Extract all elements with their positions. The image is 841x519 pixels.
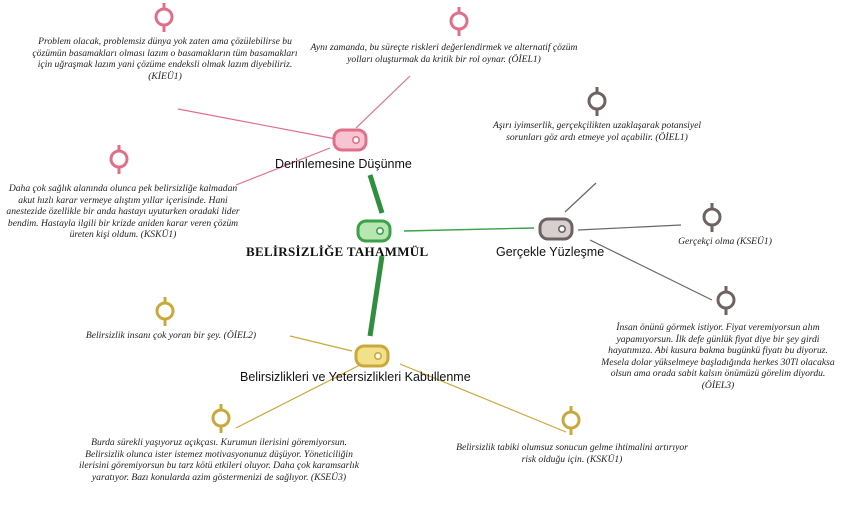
quote-pin-icon[interactable] [702, 203, 722, 232]
quote-q8: Burda sürekli yaşıyoruz açıkçası. Kurumu… [74, 437, 364, 483]
code-tag-icon[interactable] [354, 344, 390, 368]
quote-code: (KSEÜ3) [310, 471, 347, 483]
quote-text: Problem olacak, problemsiz dünya yok zat… [32, 36, 298, 71]
quote-code: (ÖİEL1) [508, 53, 541, 65]
link-q2 [355, 75, 411, 129]
link-q9 [399, 363, 567, 433]
theme-label-derinlemesine: Derinlemesine Düşünme [275, 157, 412, 171]
theme-label-gercekle: Gerçekle Yüzleşme [496, 245, 605, 259]
link-q5 [577, 224, 682, 231]
code-tag-icon[interactable] [538, 217, 574, 241]
quote-text: Gerçekçi olma [678, 236, 735, 247]
quote-text: Daha çok sağlık alanında olunca pek beli… [6, 183, 240, 241]
quote-code: (ÖİEL3) [701, 379, 735, 391]
quote-pin-icon[interactable] [109, 145, 129, 174]
quote-pin-icon[interactable] [561, 406, 581, 435]
quote-pin-icon[interactable] [154, 3, 174, 32]
center-label: BELİRSİZLİĞE TAHAMMÜL [246, 244, 429, 259]
quote-text: Aşırı iyimserlik, gerçekçilikten uzaklaş… [492, 120, 702, 143]
link-q8 [235, 364, 361, 429]
link-center-gercek [403, 227, 535, 232]
quote-text: Belirsizlik insanı çok yoran bir şey. [85, 330, 222, 341]
link-center-derin [367, 174, 385, 214]
quote-q3: Daha çok sağlık alanında olunca pek beli… [4, 183, 242, 241]
quote-links [177, 75, 713, 433]
quote-text: Aynı zamanda, bu süreçte riskleri değerl… [310, 42, 578, 65]
quote-code: (KSKÜ1) [586, 453, 623, 465]
link-q6 [589, 239, 713, 301]
link-q4 [564, 182, 597, 213]
code-tag-icon[interactable] [356, 219, 392, 243]
quote-pin-icon[interactable] [716, 286, 736, 315]
quote-pin-icon[interactable] [211, 404, 231, 433]
quote-pin-icon[interactable] [587, 87, 607, 116]
quote-q5: Gerçekçi olma (KSEÜ1) [650, 236, 800, 248]
quote-code: (KİEÜ1) [148, 70, 182, 82]
theme-label-kabullenme: Belirsizlikleri ve Yetersizlikleri Kabul… [240, 370, 471, 384]
quote-q2: Aynı zamanda, bu süreçte riskleri değerl… [310, 42, 578, 65]
quote-q1: Problem olacak, problemsiz dünya yok zat… [30, 36, 300, 82]
quote-q7: Belirsizlik insanı çok yoran bir şey. (Ö… [40, 330, 302, 342]
theme-links [367, 174, 535, 337]
quote-code: (KSKÜ1) [140, 229, 177, 241]
quote-text: İnsan önünü görmek istiyor. Fiyat veremi… [601, 322, 835, 380]
quote-q6: İnsan önünü görmek istiyor. Fiyat veremi… [598, 322, 838, 392]
link-center-kabul [367, 255, 385, 337]
link-q7 [289, 335, 353, 352]
quote-q9: Belirsizlik tabiki olumsuz sonucun gelme… [456, 442, 688, 465]
quote-text: Belirsizlik tabiki olumsuz sonucun gelme… [456, 442, 688, 465]
quote-code: (KSEÜ1) [736, 236, 772, 247]
link-q1 [177, 108, 337, 140]
quote-pin-icon[interactable] [449, 7, 469, 36]
code-tag-icon[interactable] [332, 128, 368, 152]
quote-text: Burda sürekli yaşıyoruz açıkçası. Kurumu… [79, 437, 359, 483]
quote-code: (ÖİEL2) [223, 330, 257, 341]
link-q3 [235, 147, 331, 186]
quote-pin-icon[interactable] [155, 297, 175, 326]
quote-code: (ÖİEL1) [655, 131, 688, 143]
quote-q4: Aşırı iyimserlik, gerçekçilikten uzaklaş… [486, 120, 708, 143]
